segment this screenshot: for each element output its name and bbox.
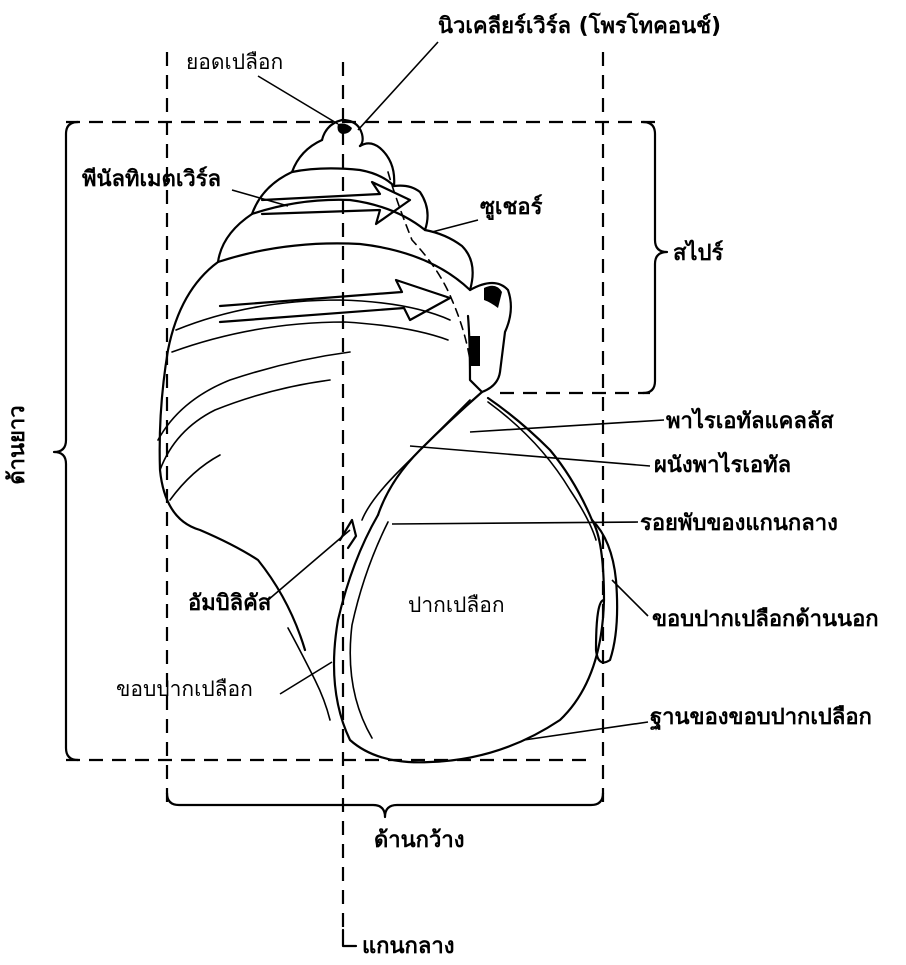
- whorl-4: [218, 214, 473, 290]
- leader-suture: [432, 220, 478, 232]
- lip-upper-right: [488, 398, 592, 520]
- apex-tip: [338, 124, 353, 135]
- length-bracket: [54, 122, 78, 760]
- label-nuclear-whorl: นิวเคลียร์เวิร์ล (โพรโทคอนช์): [438, 12, 721, 39]
- spiral-band-5: [170, 455, 220, 500]
- leader-umbilicus: [268, 530, 350, 600]
- label-base-of-lip: ฐานของขอบปากเปลือก: [650, 705, 872, 731]
- leader-apex: [258, 76, 338, 124]
- label-penultimate-whorl: พีนัลทิเมตเวิร์ล: [82, 166, 221, 192]
- label-umbilicus: อัมบิลิคัส: [188, 591, 272, 616]
- label-outer-lip: ขอบปากเปลือกด้านนอก: [652, 607, 879, 632]
- lip-left-line: [288, 628, 330, 720]
- label-aperture: ปากเปลือก: [408, 593, 505, 617]
- label-length: ด้านยาว: [5, 405, 30, 484]
- leader-parietal-wall: [410, 446, 650, 466]
- leader-lines: [232, 42, 664, 740]
- shoulder-band-2: [470, 336, 480, 366]
- label-width: ด้านกว้าง: [374, 828, 464, 853]
- leader-lip: [280, 662, 332, 694]
- whorl-3: [252, 172, 428, 230]
- body-whorl-arrow: [220, 280, 450, 322]
- shoulder-band-1: [484, 286, 502, 308]
- label-parietal-wall: ผนังพาไรเอทัล: [654, 451, 791, 478]
- spiral-band-4: [160, 380, 330, 470]
- leader-columellar-fold: [392, 522, 638, 524]
- label-spire: สไปร์: [673, 239, 723, 266]
- parietal-callus-outer: [378, 392, 482, 515]
- suture-line: [388, 172, 470, 360]
- label-columellar-fold: รอยพับของแกนกลาง: [640, 511, 838, 536]
- label-central-axis: แกนกลาง: [362, 934, 454, 959]
- inner-lip-line: [350, 522, 388, 738]
- spiral-band-2: [172, 322, 448, 352]
- leader-nuclear-whorl: [358, 42, 438, 130]
- spire-bracket: [643, 122, 667, 393]
- label-apex: ยอดเปลือก: [186, 50, 283, 74]
- label-suture: ซูเชอร์: [480, 194, 543, 221]
- labels: นิวเคลียร์เวิร์ล (โพรโทคอนช์) ยอดเปลือก …: [5, 12, 879, 959]
- shell: [158, 120, 617, 762]
- label-lip: ขอบปากเปลือก: [116, 677, 253, 701]
- leader-parietal-callus: [470, 420, 664, 432]
- leader-penultimate-whorl: [232, 190, 288, 206]
- central-axis-hook: [343, 930, 356, 946]
- width-bracket: [167, 793, 603, 817]
- label-parietal-callus: พาไรเอทัลแคลลัส: [666, 407, 834, 434]
- inner-lip-right: [488, 402, 596, 540]
- penultimate-whorl-arrow: [262, 182, 410, 224]
